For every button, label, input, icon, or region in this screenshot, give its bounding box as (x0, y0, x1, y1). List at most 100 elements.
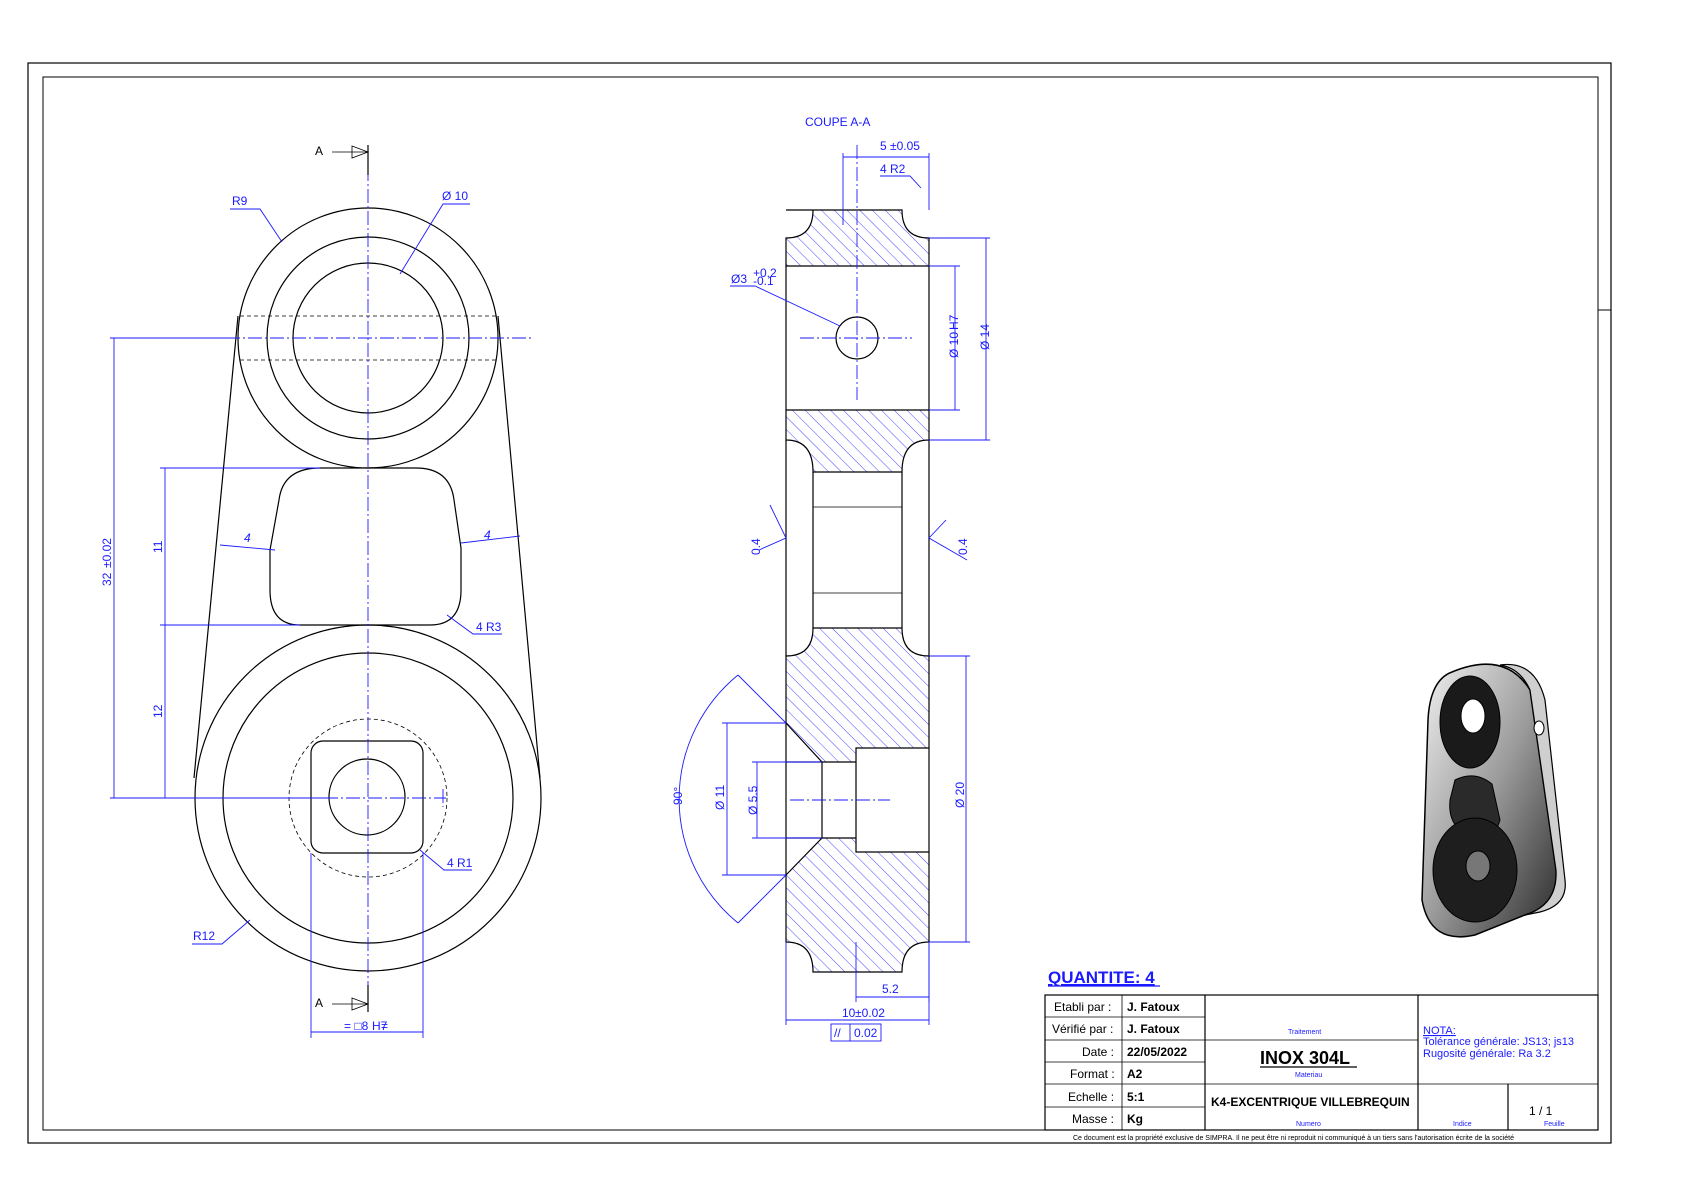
tb-row-value: J. Fatoux (1127, 1022, 1180, 1036)
phi3-label: Ø3 (731, 272, 747, 286)
r12-label: R12 (193, 929, 215, 943)
roughness-left (758, 504, 787, 551)
dim-phi10 (929, 265, 960, 411)
r2-leader (880, 175, 922, 189)
dim-square8-end: = (381, 1019, 388, 1033)
dim-11-label: 11 (151, 540, 165, 553)
section-view: COUPE A-A 5 ±0.05 4 R2 Ø3 +0.2 -0.1 Ø 10… (671, 115, 992, 1042)
dim-5 (842, 153, 930, 225)
numero-label: Numero (1296, 1121, 1321, 1128)
title-block: Etabli par : J. Fatoux Vérifié par : J. … (1044, 994, 1599, 1131)
roughness-right (928, 519, 968, 561)
parallel-symbol: // (834, 1026, 841, 1040)
dim-phi10-label: Ø 10 (947, 332, 961, 358)
title-block-frame (1044, 994, 1599, 1131)
phi3-tol-low: -0.1 (753, 274, 774, 288)
part-name: K4-EXCENTRIQUE VILLEBREQUIN (1211, 1095, 1410, 1109)
phi10-label: Ø 10 (442, 189, 468, 203)
dim-10-tol: ±0.02 (855, 1006, 885, 1020)
roughness-left-label: 0.4 (749, 538, 763, 555)
inner-frame (42, 76, 1599, 1131)
dim-32-label: 32 (100, 572, 114, 586)
r1-label: 4 R1 (447, 856, 473, 870)
nota-line-1: Tolérance générale: JS13; js13 (1423, 1036, 1574, 1048)
angle-90-label: 90° (671, 787, 685, 805)
r2-label: 4 R2 (880, 162, 906, 176)
material-label: Materiau (1295, 1072, 1322, 1079)
tb-row-label: Date : (1082, 1045, 1114, 1059)
dim-11-12 (160, 467, 320, 798)
dim-phi14-label: Ø 14 (978, 324, 992, 350)
dim-square8-tol: H7 (372, 1019, 388, 1033)
tb-row-label: Echelle : (1068, 1090, 1114, 1104)
roughness-right-label: 0.4 (956, 538, 970, 555)
outer-frame (27, 62, 1612, 1144)
front-view: A A R9 Ø 10 32 ±0.02 11 12 4 4 4 R3 4 R1… (100, 144, 542, 1038)
section-label-top: A (315, 144, 323, 158)
section-outline (785, 266, 930, 875)
phi3-leader (730, 285, 841, 327)
section-arrow-bottom (332, 997, 370, 1011)
dim-4-left (219, 544, 276, 551)
r3-label: 4 R3 (476, 620, 502, 634)
section-hatch-lower (785, 627, 930, 763)
feuille-label: Feuille (1544, 1121, 1565, 1128)
section-hatch-middle (785, 409, 930, 473)
sheet-number: 1 / 1 (1529, 1104, 1553, 1118)
dim-32 (110, 337, 330, 799)
r3-leader (446, 614, 502, 635)
arm-edge-left (193, 315, 239, 779)
section-arrow-top (332, 145, 370, 159)
square-hole (310, 740, 424, 854)
window-slot (269, 467, 462, 626)
footer-notice: Ce document est la propriété exclusive d… (1073, 1135, 1514, 1142)
dim-5-label: 5 (880, 139, 887, 153)
dim-32-tol: ±0.02 (100, 538, 114, 568)
dim-10 (785, 942, 930, 1025)
dim-phi14 (929, 237, 990, 441)
dim-phi55 (752, 761, 822, 839)
traitement-label: Traitement (1288, 1029, 1321, 1036)
dim-phi20 (929, 655, 970, 943)
section-hatch-top (785, 209, 930, 267)
dim-5-tol: ±0.05 (890, 139, 920, 153)
isometric-view (1421, 663, 1566, 938)
tb-row-label: Vérifié par : (1052, 1022, 1113, 1036)
round-hole (328, 758, 406, 836)
dim-12-label: 12 (151, 704, 165, 718)
tb-row-value: 22/05/2022 (1127, 1045, 1187, 1059)
tb-row-value: 5:1 (1127, 1090, 1145, 1104)
r1-leader (419, 849, 472, 871)
tb-row-value: A2 (1127, 1067, 1143, 1081)
tb-row-value: J. Fatoux (1127, 1000, 1180, 1014)
material-value: INOX 304L (1260, 1048, 1350, 1068)
dim-phi20-label: Ø 20 (953, 782, 967, 808)
dim-square8-label: = □8 (344, 1019, 369, 1033)
iso-side-pin (1533, 720, 1545, 736)
r9-leader (230, 208, 283, 243)
tb-row-label: Masse : (1072, 1112, 1114, 1126)
arm-edge-right (497, 315, 541, 779)
section-label-bottom: A (315, 996, 323, 1010)
parallel-value: 0.02 (854, 1026, 878, 1040)
tb-row-value: Kg (1127, 1112, 1143, 1126)
section-hatch-bottom (785, 837, 930, 973)
iso-side (1499, 663, 1566, 916)
section-title: COUPE A-A (805, 115, 870, 129)
r12-leader (192, 919, 251, 945)
nota-title: NOTA: (1423, 1025, 1456, 1037)
iso-top-hole (1460, 698, 1486, 734)
dim-4-left-label: 4 (244, 531, 251, 545)
phi10-leader (399, 203, 470, 275)
dim-phi11-label: Ø 11 (713, 785, 727, 810)
r9-label: R9 (232, 194, 248, 208)
quantity-label: QUANTITE: 4 (1048, 968, 1155, 987)
tb-row-label: Etabli par : (1054, 1000, 1111, 1014)
parallel-frame (830, 1023, 882, 1042)
dim-10-label: 10 (842, 1006, 856, 1020)
dim-5-2-label: 5.2 (882, 982, 899, 996)
angle-90 (678, 674, 787, 924)
iso-bottom-hole (1465, 850, 1491, 882)
tb-row-label: Format : (1070, 1067, 1115, 1081)
